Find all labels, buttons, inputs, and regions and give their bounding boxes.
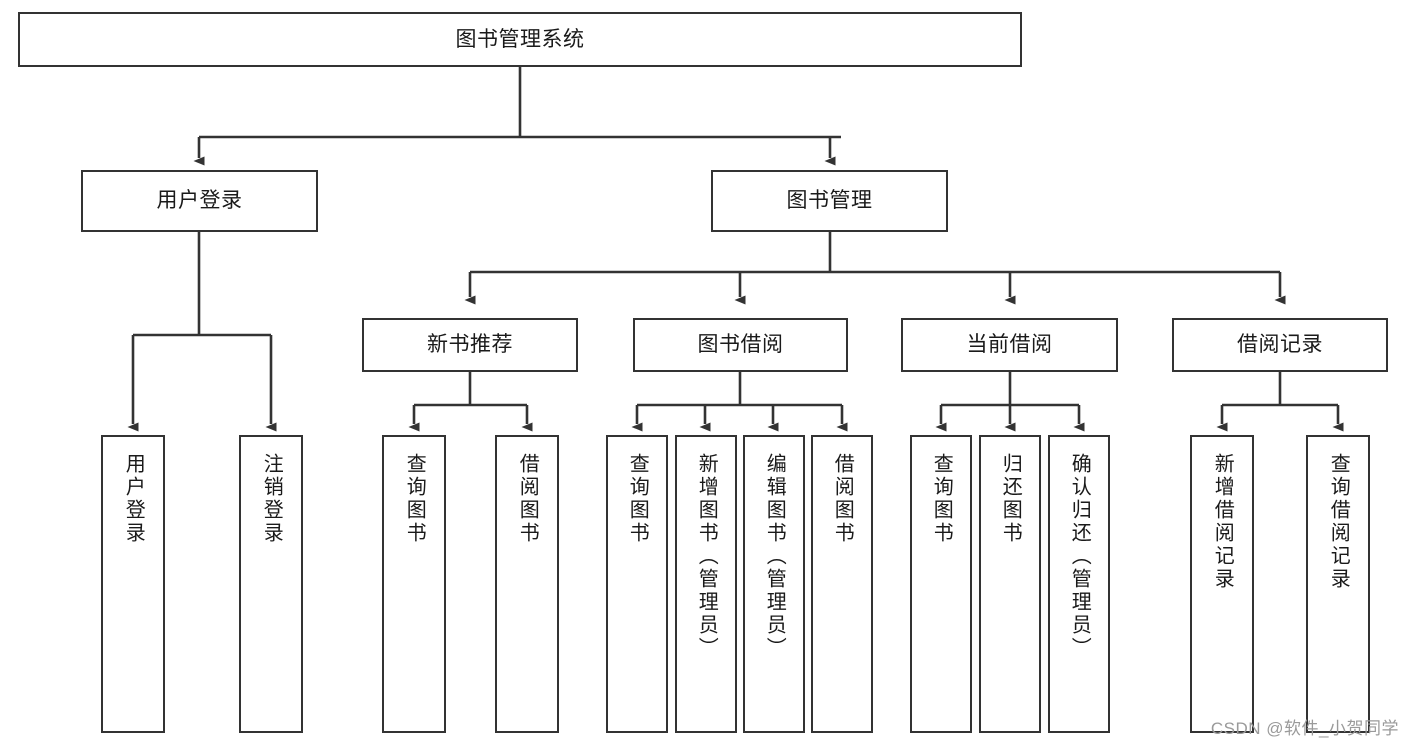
leaf-borrow-query-book[interactable]: 查询图书 <box>606 435 668 733</box>
leaf-label: 查询借阅记录 <box>1327 453 1350 591</box>
leaf-recommend-query-book[interactable]: 查询图书 <box>382 435 446 733</box>
leaf-user-login-login[interactable]: 用户登录 <box>101 435 165 733</box>
leaf-label: 借阅图书 <box>831 453 854 545</box>
node-book-borrow-label: 图书借阅 <box>697 333 784 357</box>
node-borrow-record-label: 借阅记录 <box>1237 333 1323 357</box>
leaf-current-return-book[interactable]: 归还图书 <box>979 435 1041 733</box>
leaf-borrow-borrow-book[interactable]: 借阅图书 <box>811 435 873 733</box>
leaf-label: 借阅图书 <box>516 453 539 545</box>
leaf-label: 编辑图书（管理员） <box>763 453 786 660</box>
leaf-label: 查询图书 <box>930 453 953 545</box>
node-current-borrow-label: 当前借阅 <box>966 333 1053 357</box>
leaf-label: 新增借阅记录 <box>1211 453 1234 591</box>
node-user-login-label: 用户登录 <box>156 189 243 213</box>
leaf-label: 用户登录 <box>122 453 145 545</box>
leaf-label: 归还图书 <box>999 453 1022 545</box>
leaf-borrow-edit-book-admin[interactable]: 编辑图书（管理员） <box>743 435 805 733</box>
leaf-label: 新增图书（管理员） <box>695 453 718 660</box>
leaf-borrow-add-book-admin[interactable]: 新增图书（管理员） <box>675 435 737 733</box>
node-book-borrow[interactable]: 图书借阅 <box>633 318 848 372</box>
leaf-recommend-borrow-book[interactable]: 借阅图书 <box>495 435 559 733</box>
node-book-management-label: 图书管理 <box>786 189 873 213</box>
leaf-record-add-record[interactable]: 新增借阅记录 <box>1190 435 1254 733</box>
watermark: CSDN @软件_小贺同学 <box>1210 719 1399 738</box>
leaf-record-query-record[interactable]: 查询借阅记录 <box>1306 435 1370 733</box>
leaf-label: 确认归还（管理员） <box>1068 453 1091 660</box>
leaf-label: 查询图书 <box>403 453 426 545</box>
leaf-label: 查询图书 <box>626 453 649 545</box>
node-root[interactable]: 图书管理系统 <box>18 12 1022 67</box>
leaf-current-query-book[interactable]: 查询图书 <box>910 435 972 733</box>
leaf-user-login-logout[interactable]: 注销登录 <box>239 435 303 733</box>
leaf-label: 注销登录 <box>260 453 283 545</box>
node-root-label: 图书管理系统 <box>455 27 585 51</box>
leaf-current-confirm-return-admin[interactable]: 确认归还（管理员） <box>1048 435 1110 733</box>
node-new-book-recommend[interactable]: 新书推荐 <box>362 318 578 372</box>
node-user-login[interactable]: 用户登录 <box>81 170 318 232</box>
node-book-management[interactable]: 图书管理 <box>711 170 948 232</box>
node-new-book-recommend-label: 新书推荐 <box>427 333 513 357</box>
node-borrow-record[interactable]: 借阅记录 <box>1172 318 1388 372</box>
node-current-borrow[interactable]: 当前借阅 <box>901 318 1118 372</box>
